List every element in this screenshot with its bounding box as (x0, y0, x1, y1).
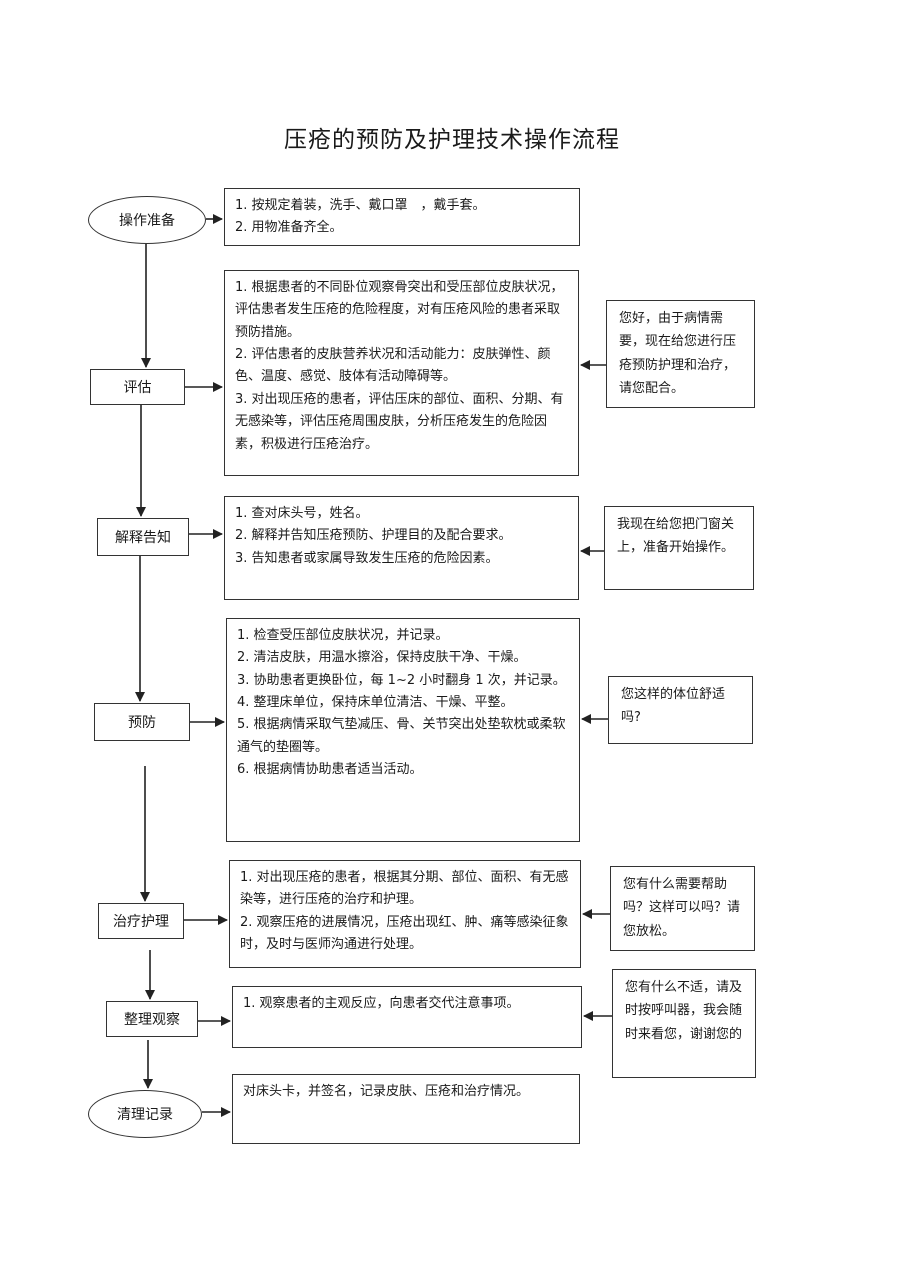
content-item: 5. 根据病情采取气垫减压、骨、关节突出处垫软枕或柔软通气的垫圈等。 (237, 717, 566, 755)
content-item: 1. 查对床头号，姓名。 (235, 506, 369, 521)
dialog-text: 您好，由于病情需要，现在给您进行压疮预防护理和治疗，请您配合。 (619, 311, 737, 397)
dialog-box-assessment: 您好，由于病情需要，现在给您进行压疮预防护理和治疗，请您配合。 (606, 300, 755, 408)
content-item: 1. 按规定着装，洗手、戴口罩 ，戴手套。 (235, 198, 486, 213)
content-item: 1. 观察患者的主观反应，向患者交代注意事项。 (243, 996, 520, 1011)
content-item: 1. 对出现压疮的患者，根据其分期、部位、面积、有无感染等，进行压疮的治疗和护理… (240, 870, 569, 908)
page-title: 压疮的预防及护理技术操作流程 (284, 127, 620, 153)
content-item: 3. 协助患者更换卧位，每 1~2 小时翻身 1 次，并记录。 (237, 672, 566, 688)
step-label: 操作准备 (119, 213, 175, 229)
content-box-preparation: 1. 按规定着装，洗手、戴口罩 ，戴手套。 2. 用物准备齐全。 (224, 188, 580, 246)
step-label: 清理记录 (117, 1107, 173, 1123)
content-item: 3. 告知患者或家属导致发生压疮的危险因素。 (235, 550, 499, 566)
step-label: 治疗护理 (113, 914, 169, 930)
step-preparation: 操作准备 (88, 196, 206, 244)
dialog-text: 您有什么需要帮助吗？这样可以吗？请您放松。 (623, 877, 741, 939)
content-box-prevention: 1. 检查受压部位皮肤状况，并记录。 2. 清洁皮肤，用温水擦浴，保持皮肤干净、… (226, 618, 580, 842)
content-item: 2. 用物准备齐全。 (235, 220, 343, 236)
step-explanation: 解释告知 (97, 518, 189, 556)
content-item: 2. 观察压疮的进展情况，压疮出现红、肿、痛等感染征象时，及时与医师沟通进行处理… (240, 914, 569, 953)
content-box-treatment: 1. 对出现压疮的患者，根据其分期、部位、面积、有无感染等，进行压疮的治疗和护理… (229, 860, 581, 968)
content-box-cleanup-record: 对床头卡，并签名，记录皮肤、压疮和治疗情况。 (232, 1074, 580, 1144)
dialog-box-treatment: 您有什么需要帮助吗？这样可以吗？请您放松。 (610, 866, 755, 951)
content-item: 2. 清洁皮肤，用温水擦浴，保持皮肤干净、干燥。 (237, 650, 527, 666)
step-label: 预防 (128, 715, 156, 731)
content-box-assessment: 1. 根据患者的不同卧位观察骨突出和受压部位皮肤状况，评估患者发生压疮的危险程度… (224, 270, 579, 476)
content-item: 1. 根据患者的不同卧位观察骨突出和受压部位皮肤状况，评估患者发生压疮的危险程度… (235, 280, 564, 340)
content-box-organize-observe: 1. 观察患者的主观反应，向患者交代注意事项。 (232, 986, 582, 1048)
step-label: 解释告知 (115, 530, 171, 546)
dialog-text: 您这样的体位舒适吗? (621, 687, 726, 726)
step-prevention: 预防 (94, 703, 190, 741)
step-organize-observe: 整理观察 (106, 1001, 198, 1037)
content-item: 4. 整理床单位，保持床单位清洁、干燥、平整。 (237, 695, 514, 711)
dialog-box-prevention: 您这样的体位舒适吗? (608, 676, 753, 744)
content-box-explanation: 1. 查对床头号，姓名。 2. 解释并告知压疮预防、护理目的及配合要求。 3. … (224, 496, 579, 600)
dialog-text: 我现在给您把门窗关上，准备开始操作。 (617, 517, 735, 556)
dialog-text: 您有什么不适，请及时按呼叫器，我会随时来看您，谢谢您的 (625, 980, 743, 1042)
content-item: 对床头卡，并签名，记录皮肤、压疮和治疗情况。 (243, 1084, 530, 1099)
content-item: 2. 解释并告知压疮预防、护理目的及配合要求。 (235, 528, 512, 544)
content-item: 1. 检查受压部位皮肤状况，并记录。 (237, 628, 449, 643)
step-label: 整理观察 (124, 1012, 180, 1028)
step-assessment: 评估 (90, 369, 185, 405)
content-item: 2. 评估患者的皮肤营养状况和活动能力：皮肤弹性、颜色、温度、感觉、肢体有活动障… (235, 347, 551, 385)
content-item: 6. 根据病情协助患者适当活动。 (237, 762, 423, 778)
step-treatment: 治疗护理 (98, 903, 184, 939)
step-label: 评估 (123, 380, 152, 396)
dialog-box-organize-observe: 您有什么不适，请及时按呼叫器，我会随时来看您，谢谢您的 (612, 969, 756, 1078)
content-item: 3. 对出现压疮的患者，评估压床的部位、面积、分期、有无感染等，评估压疮周围皮肤… (235, 391, 564, 452)
step-cleanup-record: 清理记录 (88, 1090, 202, 1138)
dialog-box-explanation: 我现在给您把门窗关上，准备开始操作。 (604, 506, 754, 590)
